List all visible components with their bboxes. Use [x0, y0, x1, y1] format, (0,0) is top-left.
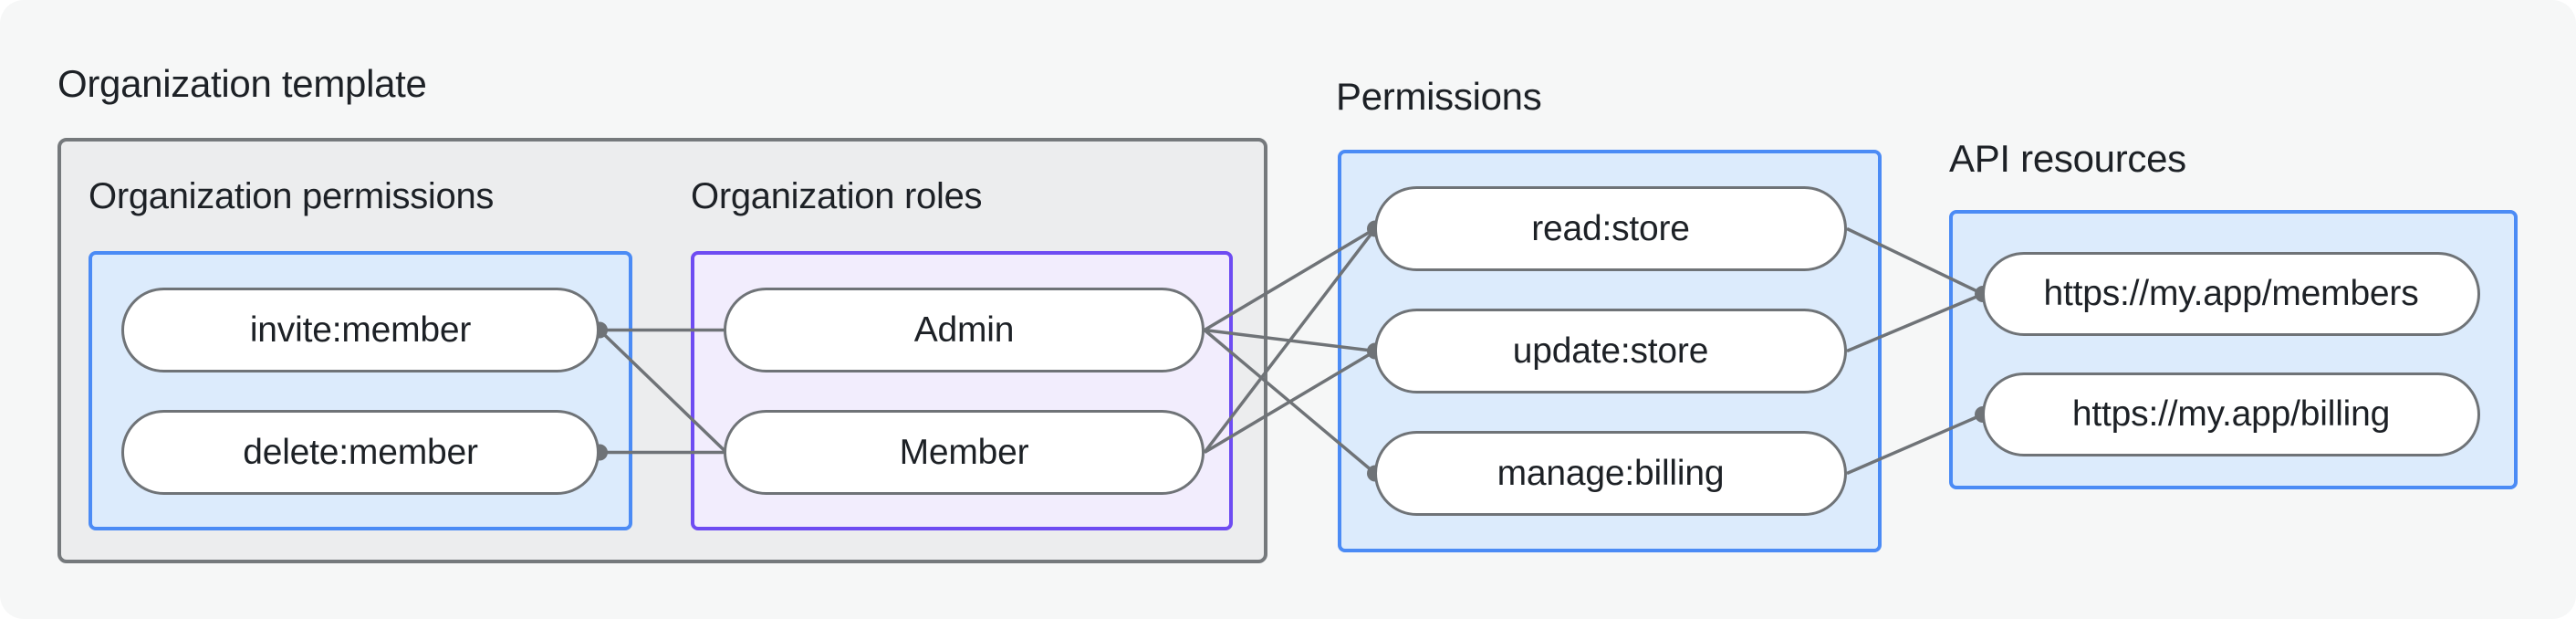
organization-permissions-label: Organization permissions — [89, 176, 495, 216]
node-manage-billing-permission: manage:billing — [1374, 431, 1847, 516]
node-billing-api-resource: https://my.app/billing — [1982, 372, 2480, 456]
organization-roles-label: Organization roles — [691, 176, 983, 216]
node-read-store-permission: read:store — [1374, 186, 1847, 271]
permissions-label: Permissions — [1336, 75, 1542, 118]
api-resources-label: API resources — [1949, 137, 2186, 180]
node-invite-member: invite:member — [121, 288, 600, 372]
node-admin-role: Admin — [724, 288, 1205, 372]
node-members-api-resource: https://my.app/members — [1982, 252, 2480, 336]
node-delete-member: delete:member — [121, 410, 600, 495]
node-member-role: Member — [724, 410, 1205, 495]
node-update-store-permission: update:store — [1374, 309, 1847, 393]
organization-template-label: Organization template — [57, 62, 427, 105]
